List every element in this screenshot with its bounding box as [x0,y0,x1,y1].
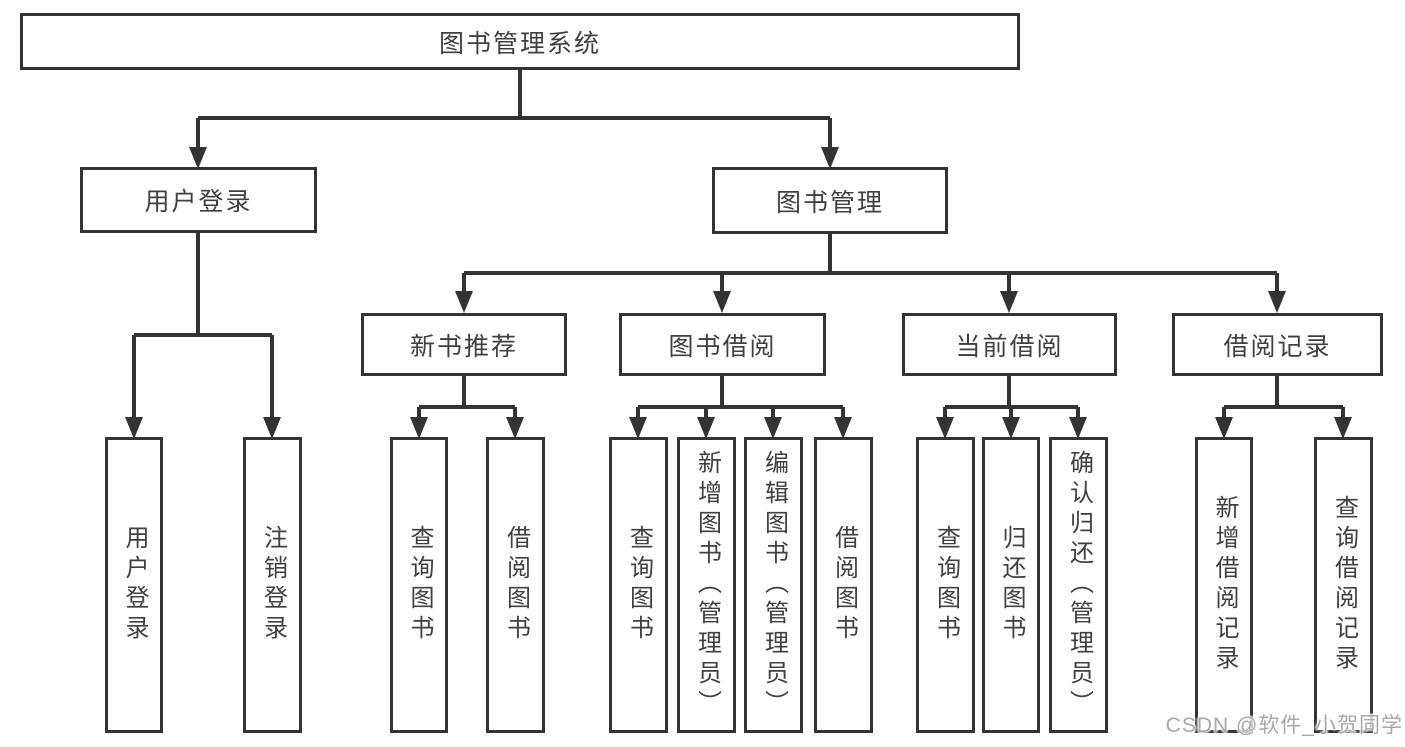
leaf-edit-book-admin: 编辑图书（管理员） [744,437,803,733]
node-label: 确认归还（管理员） [1065,450,1093,720]
arrowhead-icon [1215,417,1233,439]
arrowhead-icon [410,417,428,439]
node-label: 新书推荐 [409,332,518,361]
arrowhead-icon [697,417,715,439]
node-label: 借阅图书 [502,525,530,645]
arrowhead-icon [713,291,731,313]
connector-book-borrow-children [636,376,845,422]
node-book-management: 图书管理 [712,167,948,234]
node-label: 注销登录 [259,525,287,645]
arrowhead-icon [263,417,281,439]
node-user-login: 用户登录 [80,167,317,233]
arrowhead-icon [821,147,839,169]
leaf-query-books-current: 查询图书 [916,437,975,733]
node-label: 归还图书 [998,525,1025,645]
leaf-logout: 注销登录 [243,437,302,733]
arrowhead-icon [1000,291,1018,313]
connector-root-to-level2 [196,67,832,152]
arrowhead-icon [764,417,782,439]
leaf-borrow-books-borrow: 借阅图书 [814,437,873,733]
node-current-borrow: 当前借阅 [902,313,1117,376]
node-label: 查询图书 [932,525,960,645]
node-label: 查询借阅记录 [1330,495,1358,675]
arrowhead-icon [189,147,207,169]
node-label: 新增图书（管理员） [693,450,721,720]
connector-new-book-children [417,376,517,422]
arrowhead-icon [1069,417,1087,439]
leaf-query-books-recommend: 查询图书 [390,437,448,733]
node-label: 查询图书 [625,525,653,645]
leaf-add-borrow-record: 新增借阅记录 [1195,437,1253,733]
node-borrow-records: 借阅记录 [1172,313,1383,376]
leaf-user-login: 用户登录 [105,437,163,733]
node-label: 图书借阅 [668,332,777,361]
node-label: 编辑图书（管理员） [760,450,788,720]
node-label: 用户登录 [144,188,253,216]
node-label: 查询图书 [406,525,433,645]
node-label: 图书管理 [775,188,884,217]
node-label: 图书管理系统 [438,29,601,58]
node-label: 新增借阅记录 [1211,495,1238,675]
arrowhead-icon [936,417,954,439]
node-label: 借阅记录 [1223,332,1332,361]
leaf-query-borrow-record: 查询借阅记录 [1314,437,1373,733]
connector-user-login-children [132,233,274,422]
arrowhead-icon [1334,417,1352,439]
connector-current-borrow-children [943,376,1080,422]
arrowhead-icon [834,417,852,439]
node-new-book-recommend: 新书推荐 [361,313,567,376]
connector-borrow-record-children [1222,376,1345,422]
node-library-system: 图书管理系统 [20,13,1020,70]
arrowhead-icon [455,291,473,313]
node-book-borrow: 图书借阅 [619,313,826,376]
arrowhead-icon [1268,291,1286,313]
arrowhead-icon [506,417,524,439]
node-label: 借阅图书 [830,525,858,645]
arrowhead-icon [629,417,647,439]
node-label: 用户登录 [121,525,148,645]
arrowhead-icon [1002,417,1020,439]
arrowhead-icon [125,417,143,439]
leaf-borrow-books-recommend: 借阅图书 [486,437,545,733]
connector-book-management-children [462,234,1279,296]
leaf-query-books-borrow: 查询图书 [609,437,668,733]
leaf-add-book-admin: 新增图书（管理员） [677,437,736,733]
leaf-confirm-return-admin: 确认归还（管理员） [1049,437,1108,733]
node-label: 当前借阅 [955,332,1064,361]
leaf-return-book: 归还图书 [982,437,1040,733]
watermark: CSDN @软件_小贺同学 [1165,714,1403,737]
